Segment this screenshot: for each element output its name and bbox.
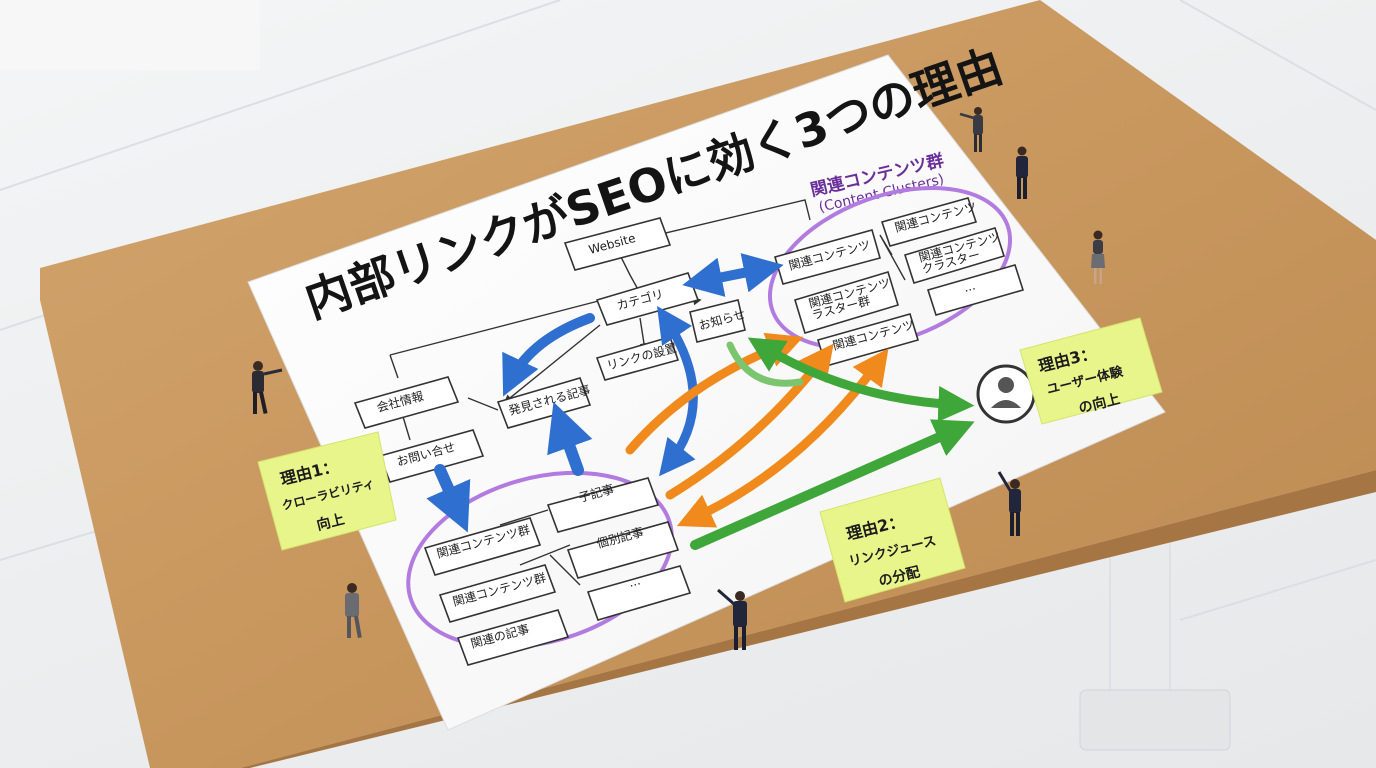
figure-top-right-2 — [1016, 146, 1028, 199]
green-arrow-bottom — [690, 419, 975, 550]
box-left-top: 会社情報 — [353, 376, 460, 429]
figure-right-mid — [997, 471, 1021, 536]
top-cluster-box-2: 関連コンテンツラスター群 — [794, 271, 899, 334]
box-small: お知らせ — [689, 299, 747, 343]
top-far-box-3: ... — [926, 264, 1025, 316]
blue-arrow-bidirectional-top — [682, 253, 784, 297]
sticky-note-reason1: 理由1： クローラビリティ 向上 — [257, 431, 397, 551]
sticky-note-reason3: 理由3： ユーザー体験 の向上 — [1019, 317, 1163, 425]
figure-woman — [1091, 230, 1105, 284]
figure-bottom-center — [717, 588, 747, 650]
user-icon — [976, 364, 1036, 424]
reason1-line2: 向上 — [315, 511, 346, 534]
top-far-box-3-label: ... — [962, 278, 977, 294]
blue-arrow-hub-to-orange — [502, 313, 595, 397]
figure-top-right-1 — [959, 107, 983, 152]
green-arrow-small-loop — [726, 341, 804, 387]
figure-left — [252, 361, 283, 414]
box-root: Website — [563, 217, 672, 271]
bottom-right-box-3: ... — [586, 565, 692, 621]
sticky-note-reason2: 理由2： リンクジュース の分配 — [819, 477, 966, 603]
green-arrows — [690, 337, 975, 550]
bottom-right-box-1: 子記事 — [546, 477, 660, 533]
blue-arrow-up-center — [547, 401, 593, 476]
green-arrow-to-user — [747, 337, 975, 422]
blue-arrow-down-left — [426, 464, 471, 533]
bottom-right-box-3-label: ... — [627, 573, 642, 589]
figure-bottom-left — [345, 583, 362, 639]
box-hub: カテゴリ — [595, 272, 700, 326]
miniature-figures — [252, 107, 1105, 650]
